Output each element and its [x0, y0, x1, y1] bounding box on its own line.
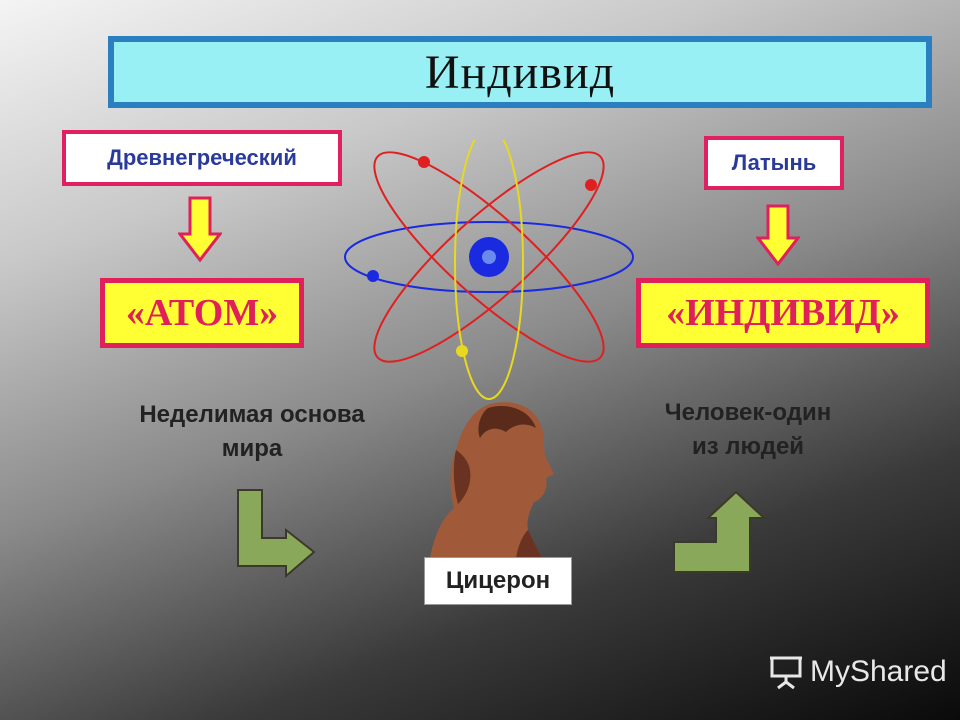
watermark-logo: MyShared: [768, 654, 947, 690]
bust-icon: [430, 402, 554, 558]
atom-term-box: «АТОМ»: [100, 278, 304, 348]
electron-yellow: [456, 345, 468, 357]
atom-meaning-line1: Неделимая основа: [139, 401, 365, 428]
presentation-icon: [770, 656, 802, 690]
watermark-text: MyShared: [810, 655, 947, 688]
latin-language-label: Латынь: [731, 150, 817, 175]
electron-red-2: [585, 179, 597, 191]
page-title: Индивид: [424, 45, 616, 99]
cicero-name: Цицерон: [445, 567, 551, 594]
orbit-red-2: [373, 151, 605, 363]
individ-term-box: «ИНДИВИД»: [636, 278, 930, 348]
atom-meaning: Неделимая основа мира: [96, 398, 408, 466]
orbit-blue: [344, 221, 634, 293]
individ-meaning: Человек-один из людей: [612, 396, 884, 464]
down-arrow-icon-left: [178, 196, 222, 262]
atom-icon: [344, 140, 634, 400]
latin-language-box: Латынь: [704, 136, 844, 190]
orbit-red-1: [373, 151, 605, 363]
down-arrow-icon-right: [756, 204, 800, 266]
individ-meaning-line2: из людей: [691, 433, 805, 460]
individ-meaning-line1: Человек-один: [664, 399, 832, 426]
electron-blue: [367, 270, 379, 282]
atom-term: «АТОМ»: [125, 292, 279, 334]
title-bar: Индивид: [108, 36, 932, 108]
atom-meaning-line2: мира: [221, 435, 283, 462]
individ-term: «ИНДИВИД»: [666, 292, 900, 334]
orbit-yellow: [454, 140, 524, 400]
bent-arrow-icon-left: [237, 489, 316, 579]
electron-red-1: [418, 156, 430, 168]
bent-arrow-icon-right: [673, 490, 766, 573]
greek-language-box: Древнегреческий: [62, 130, 342, 186]
greek-language-label: Древнегреческий: [107, 145, 297, 170]
cicero-label: Цицерон: [424, 557, 572, 605]
